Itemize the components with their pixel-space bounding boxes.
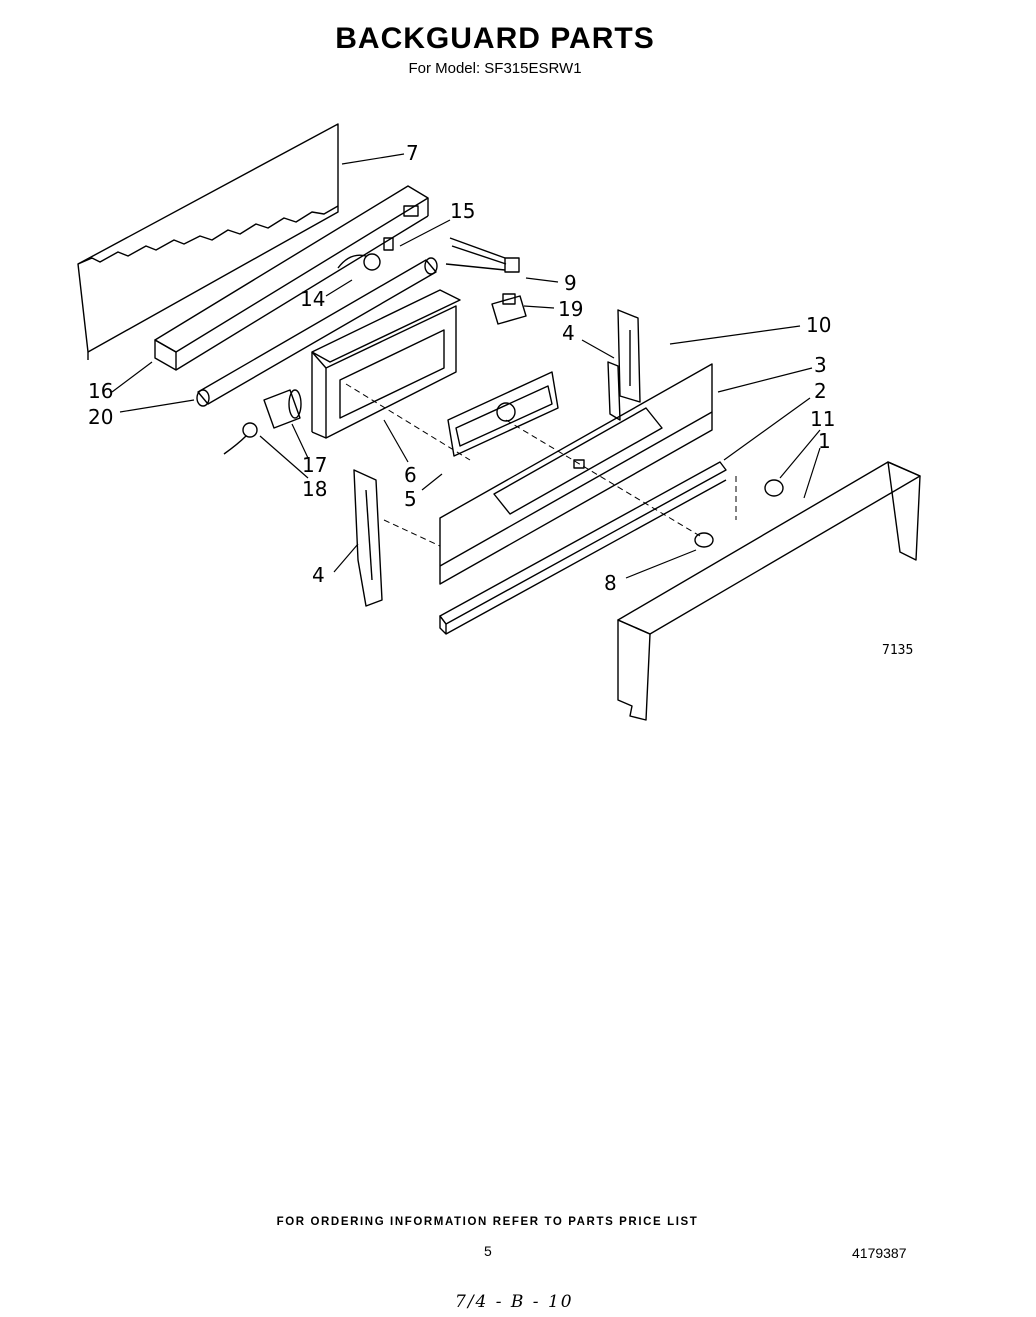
- callout-14: 14: [300, 287, 325, 311]
- callout-2: 2: [814, 379, 827, 403]
- control-panel-part: [439, 363, 713, 585]
- page-title: BACKGUARD PARTS: [335, 22, 655, 55]
- callout-19: 19: [558, 297, 583, 321]
- wiring-harness-part: [445, 237, 520, 273]
- callout-4-left: 4: [312, 563, 325, 587]
- ordering-note: FOR ORDERING INFORMATION REFER TO PARTS …: [276, 1216, 699, 1228]
- callout-8: 8: [604, 571, 617, 595]
- callout-3: 3: [814, 353, 827, 377]
- knob-part: [694, 532, 714, 548]
- callout-7: 7: [406, 141, 419, 165]
- end-cap-part: [617, 461, 921, 721]
- callout-4-right: 4: [562, 321, 575, 345]
- callout-1: 1: [818, 429, 831, 453]
- handwritten-note: 7/4 - B - 10: [455, 1292, 574, 1312]
- lamp-holder-part: [337, 205, 419, 271]
- callout-leaders: [111, 153, 821, 579]
- callout-6: 6: [404, 463, 417, 487]
- lens-frame-part: [311, 289, 461, 439]
- mounting-channel-part: [154, 185, 429, 371]
- callout-17: 17: [302, 453, 327, 477]
- callout-11: 11: [810, 407, 835, 431]
- callout-18: 18: [302, 477, 327, 501]
- assembly-lines: [345, 383, 737, 547]
- document-number: 4179387: [852, 1245, 907, 1261]
- callout-20: 20: [88, 405, 113, 429]
- page-number: 5: [484, 1243, 492, 1259]
- rear-panel-part: [77, 123, 339, 360]
- model-subtitle: For Model: SF315ESRW1: [408, 60, 582, 77]
- ballast-part: [491, 293, 527, 325]
- starter-part: [223, 389, 302, 455]
- callout-9: 9: [564, 271, 577, 295]
- callout-5: 5: [404, 487, 417, 511]
- callout-15: 15: [450, 199, 475, 223]
- callout-16: 16: [88, 379, 113, 403]
- clock-panel-part: [447, 371, 559, 457]
- side-bracket-left-part: [353, 469, 383, 607]
- callout-10: 10: [806, 313, 831, 337]
- callout-labels: 7 15 9 19 14 10 4 3 2 11 1 16 20 17 18 6…: [88, 141, 913, 658]
- fluorescent-tube-part: [196, 257, 438, 407]
- side-bracket-right-part: [607, 309, 641, 421]
- switch-part: [764, 479, 784, 497]
- trim-strip-part: [439, 461, 727, 635]
- figure-number: 7135: [882, 643, 913, 658]
